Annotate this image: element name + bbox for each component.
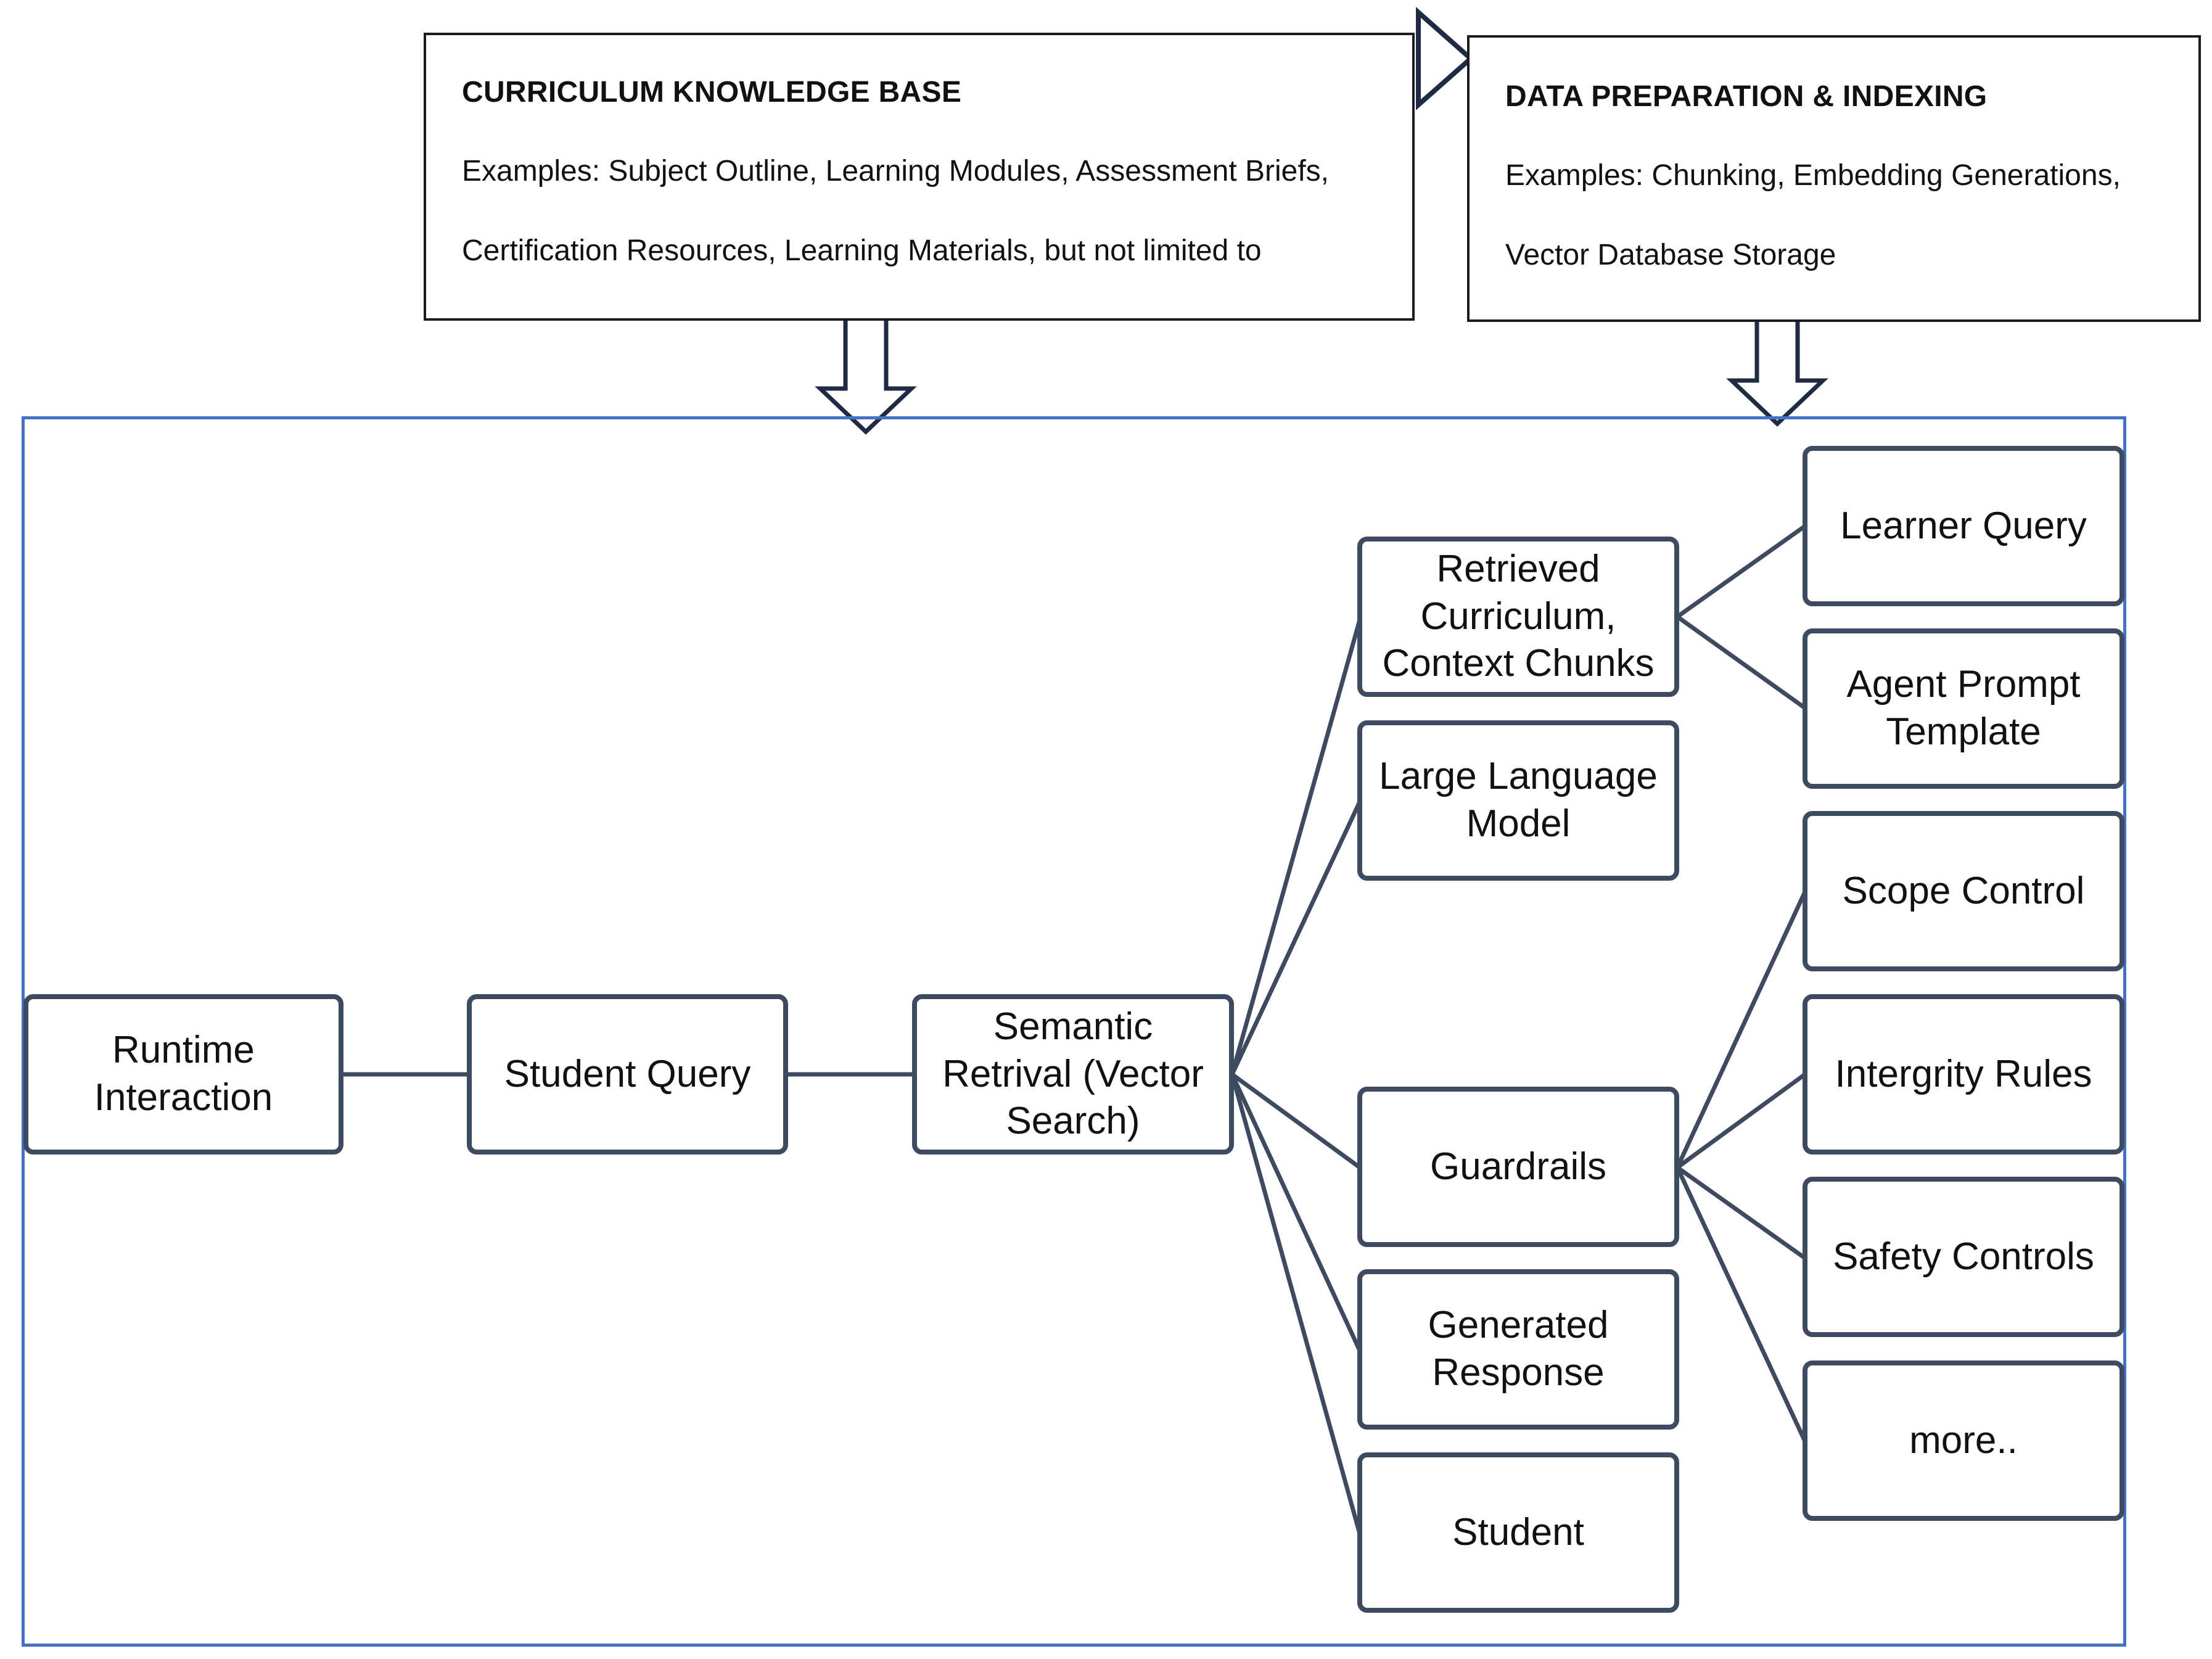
student-query-node: Student Query [467, 994, 788, 1155]
learner-query-node: Learner Query [1803, 446, 2124, 606]
scope-control-node: Scope Control [1803, 811, 2124, 971]
connector-line [1675, 889, 1807, 1170]
large-language-model-node: Large Language Model [1357, 720, 1679, 881]
node-label: Large Language Model [1379, 755, 1658, 845]
agent-prompt-template-node: Agent Prompt Template [1803, 628, 2124, 789]
connector-line [1230, 617, 1362, 1077]
data-prep-examples-line1: Examples: Chunking, Embedding Generation… [1505, 159, 2121, 192]
node-label: Generated Response [1428, 1304, 1609, 1394]
node-label: Student Query [504, 1052, 751, 1095]
retrieved-curriculum-node: Retrieved Curriculum, Context Chunks [1357, 537, 1679, 697]
node-label: Safety Controls [1833, 1235, 2094, 1278]
node-label: Guardrails [1430, 1145, 1606, 1188]
node-label: more.. [1909, 1418, 2018, 1462]
connector-line [1675, 524, 1807, 619]
runtime-interaction-node: Runtime Interaction [23, 994, 343, 1155]
node-label: Runtime Interaction [94, 1029, 273, 1119]
connector-line [1675, 1072, 1807, 1170]
node-label: Scope Control [1842, 869, 2085, 912]
connector-line [1230, 1072, 1362, 1536]
student-node: Student [1357, 1452, 1679, 1613]
node-label: Retrieved Curriculum, Context Chunks [1382, 547, 1655, 685]
guardrails-node: Guardrails [1357, 1087, 1679, 1247]
node-label: Student [1452, 1510, 1584, 1554]
node-label: Agent Prompt Template [1846, 663, 2081, 753]
node-label: Semantic Retrival (Vector Search) [942, 1005, 1204, 1143]
connector-line [1230, 1072, 1362, 1170]
knowledge-base-examples-line2: Certification Resources, Learning Materi… [462, 234, 1262, 267]
connector-line [1230, 799, 1362, 1077]
safety-controls-node: Safety Controls [1803, 1177, 2124, 1337]
node-label: Learner Query [1840, 504, 2087, 547]
right-arrow-icon [1416, 7, 1475, 110]
generated-response-node: Generated Response [1357, 1269, 1679, 1430]
knowledge-base-box: CURRICULUM KNOWLEDGE BASE Examples: Subj… [424, 33, 1415, 321]
data-prep-box: DATA PREPARATION & INDEXING Examples: Ch… [1467, 35, 2201, 322]
down-arrow-icon [815, 306, 917, 435]
connector-line [1675, 614, 1807, 710]
connector-line [1675, 1165, 1807, 1444]
data-prep-title: DATA PREPARATION & INDEXING [1505, 80, 1988, 113]
knowledge-base-examples-line1: Examples: Subject Outline, Learning Modu… [462, 155, 1330, 187]
node-label: Intergrity Rules [1835, 1052, 2092, 1095]
more-node: more.. [1803, 1361, 2124, 1521]
semantic-retrieval-node: Semantic Retrival (Vector Search) [912, 994, 1234, 1155]
connector-line [1230, 1072, 1362, 1353]
data-prep-examples-line2: Vector Database Storage [1505, 239, 1836, 271]
integrity-rules-node: Intergrity Rules [1803, 994, 2124, 1155]
connector-line [1675, 1165, 1807, 1261]
runtime-frame [22, 416, 2126, 1647]
knowledge-base-title: CURRICULUM KNOWLEDGE BASE [462, 76, 962, 109]
